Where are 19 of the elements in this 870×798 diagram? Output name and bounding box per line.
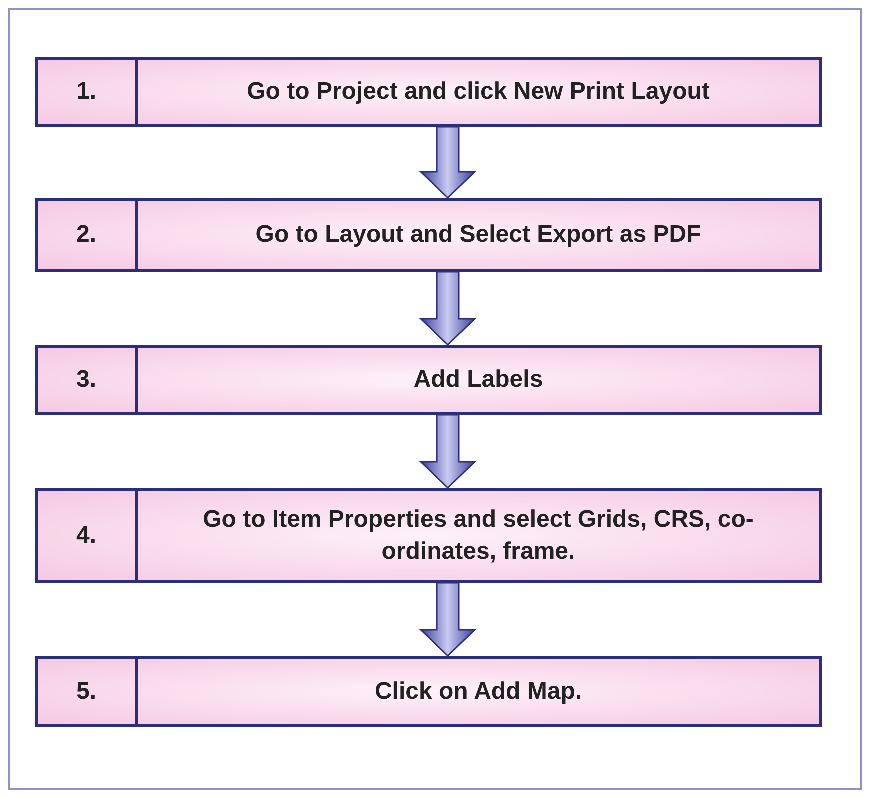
block-arrow (419, 414, 477, 490)
step-number: 5. (76, 676, 96, 706)
block-arrow (419, 126, 477, 200)
block-arrow (419, 271, 477, 346)
step-number: 1. (76, 77, 96, 107)
step-number: 3. (76, 365, 96, 395)
step-box (35, 198, 822, 272)
step-box (35, 656, 822, 727)
step-text: Click on Add Map. (374, 676, 582, 706)
step-box (35, 488, 822, 583)
step-text: Add Labels (414, 365, 544, 395)
step-text: Go to Project and click New Print Layout (247, 77, 710, 107)
step-box (35, 57, 822, 127)
step-box (35, 345, 822, 415)
block-arrow (419, 582, 477, 658)
step-number: 2. (76, 220, 96, 250)
step-number: 4. (76, 520, 96, 550)
step-text: Go to Item Properties and select Grids, CRS, co-ordinates, frame. (202, 504, 755, 566)
step-text: Go to Layout and Select Export as PDF (256, 220, 702, 250)
